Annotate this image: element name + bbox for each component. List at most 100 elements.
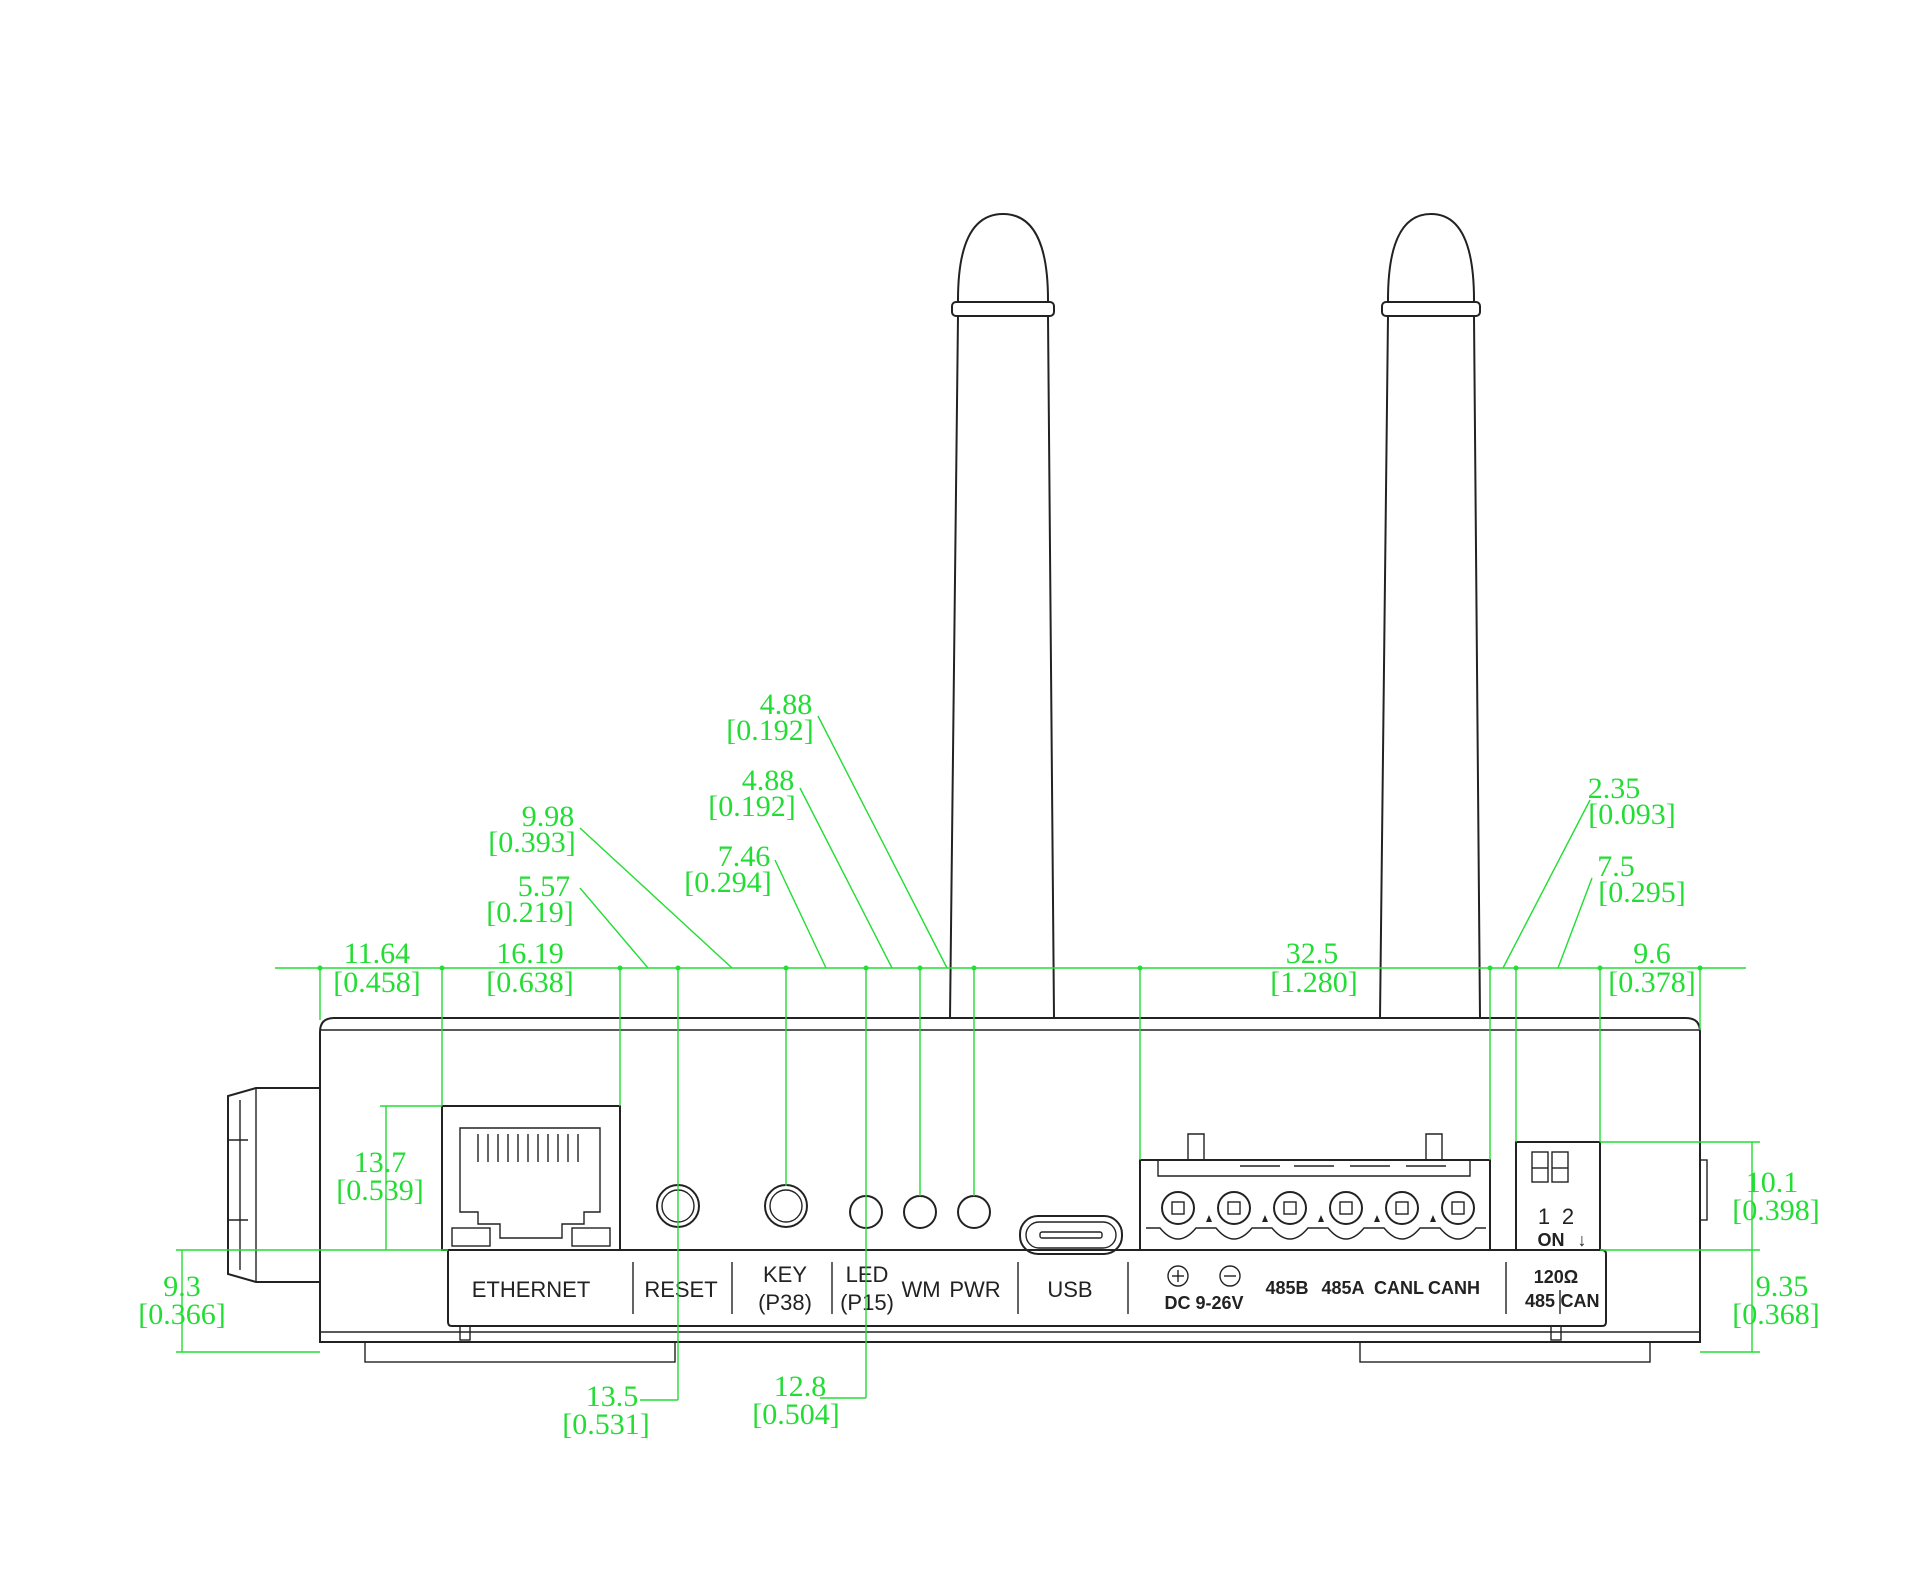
strip-tab-left: [459, 1325, 471, 1341]
terminal-screws: [1161, 1191, 1475, 1225]
dim-7-46-mm: 7.46: [718, 840, 771, 873]
side-mount-left: [227, 1087, 320, 1283]
terminal-block: [1139, 1133, 1491, 1250]
dip-lever-2: [1551, 1151, 1569, 1183]
dim-9-6-mm: 9.6: [1633, 937, 1671, 970]
led-pwr: [957, 1195, 991, 1229]
dim-5-57-mm: 5.57: [518, 870, 571, 903]
terminal-markers: [1206, 1215, 1436, 1222]
leader-4-88-b: [799, 787, 893, 969]
usb-c-port: [1019, 1215, 1123, 1255]
dim-13-7-in: [0.539]: [336, 1174, 423, 1207]
dim-7-5-mm: 7.5: [1597, 850, 1635, 883]
ethernet-pins: [477, 1134, 579, 1162]
leader-5-57: [579, 887, 649, 969]
label-canl: CANL: [1374, 1278, 1424, 1298]
dim-32-5-mm: 32.5: [1286, 937, 1339, 970]
side-mount-left-detail: [228, 1088, 257, 1282]
dip-switch: 1 2 ON ↓: [1515, 1141, 1601, 1251]
dim-9-98-in: [0.393]: [488, 826, 575, 859]
label-wm: WM: [901, 1277, 940, 1302]
ethernet-led-right: [571, 1227, 611, 1247]
label-dc-range: DC 9-26V: [1164, 1293, 1243, 1313]
foot-left: [364, 1341, 676, 1363]
dim-4-88-a-in: [0.192]: [726, 714, 813, 747]
enclosure-outline: [319, 1017, 1701, 1343]
dim-4-88-a-mm: 4.88: [760, 688, 813, 721]
label-usb: USB: [1047, 1277, 1092, 1302]
dim-4-88-b-mm: 4.88: [742, 764, 795, 797]
leader-9-98: [579, 827, 733, 969]
ethernet-led-left: [451, 1227, 491, 1247]
leader-2-35: [1502, 799, 1591, 969]
antenna-left-ring: [951, 301, 1055, 317]
dim-13-5-in: [0.531]: [562, 1408, 649, 1441]
enclosure: [227, 1017, 1708, 1363]
label-key-pin: (P38): [758, 1290, 812, 1315]
strip-tab-right: [1550, 1325, 1562, 1341]
ethernet-port: [441, 1105, 621, 1251]
foot-right: [1359, 1341, 1651, 1363]
terminal-block-latches: [1187, 1133, 1443, 1160]
antenna-right-cap: [1387, 212, 1475, 303]
dim-9-35-mm: 9.35: [1756, 1270, 1809, 1303]
dim-10-1-mm: 10.1: [1746, 1166, 1799, 1199]
dim-11-64-in: [0.458]: [333, 966, 420, 999]
minus-symbol: [1219, 1265, 1241, 1287]
terminal-block-body: [1139, 1159, 1491, 1250]
terminal-block-waves: [1146, 1227, 1486, 1240]
dip-number-2: 2: [1562, 1204, 1574, 1229]
antenna-right: [1379, 212, 1481, 1019]
dip-switch-body: [1515, 1141, 1601, 1251]
plus-symbol: [1167, 1265, 1189, 1287]
label-dip-485: 485: [1525, 1291, 1555, 1311]
dim-9-35-in: [0.368]: [1732, 1298, 1819, 1331]
leader-7-5: [1557, 877, 1593, 969]
dim-12-8-in: [0.504]: [752, 1398, 839, 1431]
dim-7-5-in: [0.295]: [1598, 876, 1685, 909]
antenna-left-cap: [957, 212, 1049, 303]
antenna-right-ring: [1381, 301, 1481, 317]
label-485b: 485B: [1265, 1278, 1308, 1298]
dim-16-19-mm: 16.19: [496, 937, 564, 970]
key-button: [764, 1184, 808, 1228]
dim-9-3-mm: 9.3: [163, 1270, 201, 1303]
label-485a: 485A: [1321, 1278, 1364, 1298]
label-strip-outline: [447, 1249, 1607, 1327]
led-wm: [903, 1195, 937, 1229]
dip-number-1: 1: [1538, 1204, 1550, 1229]
dim-16-19-in: [0.638]: [486, 966, 573, 999]
dim-2-35-in: [0.093]: [1588, 798, 1675, 831]
label-strip: ETHERNET RESET KEY (P38) LED (P15) WM PW…: [447, 1249, 1607, 1341]
ethernet-housing: [441, 1105, 621, 1251]
antenna-left-body: [949, 315, 1055, 1019]
dip-lever-1: [1531, 1151, 1549, 1183]
dim-11-64-mm: 11.64: [344, 937, 410, 970]
dim-9-6-in: [0.378]: [1608, 966, 1695, 999]
label-ethernet: ETHERNET: [472, 1277, 591, 1302]
dim-2-35-mm: 2.35: [1588, 772, 1641, 805]
label-dip-can: CAN: [1561, 1291, 1600, 1311]
terminal-block-top-rail: [1157, 1160, 1471, 1177]
side-nub-right: [1699, 1159, 1708, 1221]
label-led: LED: [846, 1262, 889, 1287]
dim-12-8-mm: 12.8: [774, 1370, 827, 1403]
dim-13-5-mm: 13.5: [586, 1380, 639, 1413]
antenna-right-body: [1379, 315, 1481, 1019]
dim-32-5-in: [1.280]: [1270, 966, 1357, 999]
label-dip-120: 120Ω: [1534, 1267, 1578, 1287]
leader-4-88-a: [817, 715, 948, 969]
dimension-layer: 11.64 [0.458] 16.19 [0.638] 5.57 [0.219]…: [138, 688, 1819, 1441]
dim-7-46-in: [0.294]: [684, 866, 771, 899]
dim-9-3-in: [0.366]: [138, 1298, 225, 1331]
leader-7-46: [774, 859, 827, 969]
dim-10-1-in: [0.398]: [1732, 1194, 1819, 1227]
dim-arrow-markers: [317, 965, 1703, 971]
antenna-left: [949, 212, 1055, 1019]
ethernet-socket: [459, 1127, 601, 1239]
label-canh: CANH: [1428, 1278, 1480, 1298]
label-reset: RESET: [644, 1277, 717, 1302]
dip-on-label: ON: [1538, 1230, 1565, 1250]
